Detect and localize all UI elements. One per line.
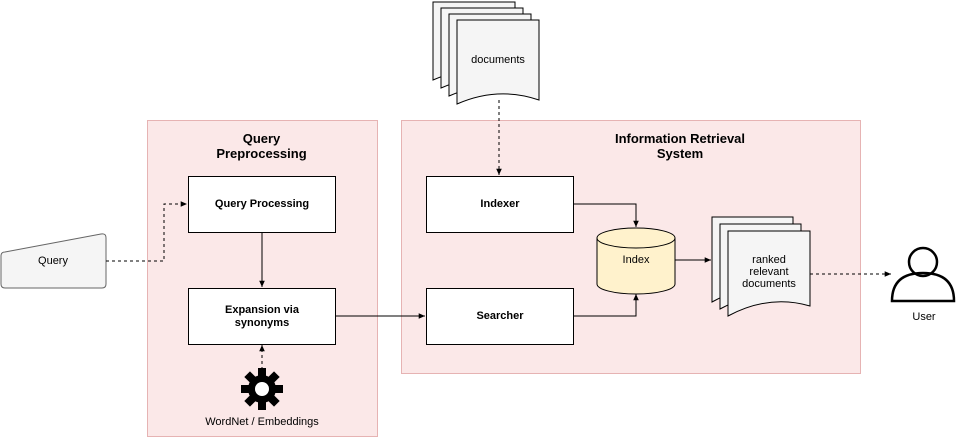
ranked-relevant-documents-label: ranked relevant documents	[742, 254, 796, 290]
index-label: Index	[622, 254, 650, 266]
documents-stack	[432, 1, 540, 105]
query-preprocessing-title: Query Preprocessing	[216, 131, 307, 161]
user-icon	[890, 246, 956, 303]
edge-indexer-to-index	[573, 203, 639, 227]
gear-icon	[241, 368, 283, 410]
ir-system-title: Information Retrieval System	[614, 131, 746, 161]
edge-searcher-to-index	[573, 294, 639, 317]
wordnet-embeddings-label: WordNet / Embeddings	[205, 416, 319, 428]
documents-label: documents	[471, 54, 525, 66]
searcher-box: Searcher	[426, 288, 574, 345]
query-processing-box: Query Processing	[188, 176, 336, 233]
edge-query-to-processing	[106, 201, 187, 262]
query-input-shape	[0, 233, 107, 289]
expansion-via-synonyms-box: Expansion via synonyms	[188, 288, 336, 345]
query-label: Query	[38, 255, 68, 267]
user-label: User	[912, 311, 936, 323]
indexer-box: Indexer	[426, 176, 574, 233]
index-database	[596, 227, 676, 295]
ranked-documents-stack	[711, 216, 811, 317]
